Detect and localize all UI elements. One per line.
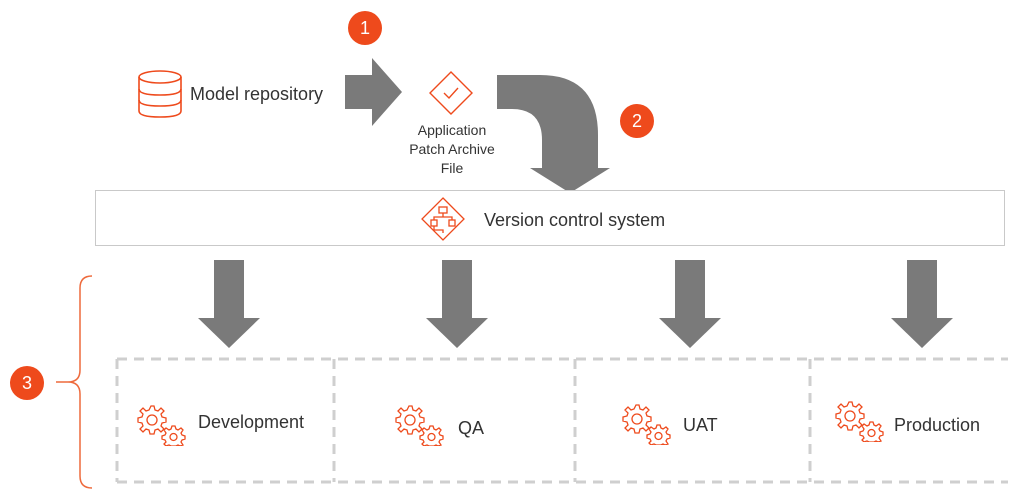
arrow-vcs-to-development [198, 260, 260, 348]
patch-archive-line2: Patch Archive [409, 141, 495, 157]
env-qa-label: QA [458, 418, 485, 438]
arrow-vcs-to-qa [426, 260, 488, 348]
step-1-badge: 1 [348, 11, 382, 45]
arrow-vcs-to-production [891, 260, 953, 348]
gears-icon [832, 400, 886, 442]
step-2-badge: 2 [620, 104, 654, 138]
arrow-repo-to-archive [345, 58, 402, 126]
version-control-label: Version control system [484, 210, 666, 230]
environments-brace [56, 275, 93, 489]
arrow-archive-to-vcs [497, 75, 610, 193]
flow-diagram-icon [420, 196, 466, 242]
database-icon [135, 68, 185, 120]
env-development-label: Development [198, 412, 305, 432]
diamond-check-icon [428, 70, 474, 116]
model-repository-label: Model repository [190, 84, 324, 104]
environments-container [115, 357, 1008, 484]
patch-archive-line1: Application [417, 122, 487, 138]
step-3-badge: 3 [10, 366, 44, 400]
gears-icon [392, 404, 446, 446]
arrow-vcs-to-uat [659, 260, 721, 348]
env-uat-label: UAT [683, 415, 718, 435]
gears-icon [134, 404, 188, 446]
env-production-label: Production [894, 415, 981, 435]
version-control-box [95, 190, 1005, 246]
patch-archive-label: Application Patch Archive File [392, 121, 512, 178]
patch-archive-line3: File [440, 160, 464, 176]
gears-icon [619, 403, 673, 445]
